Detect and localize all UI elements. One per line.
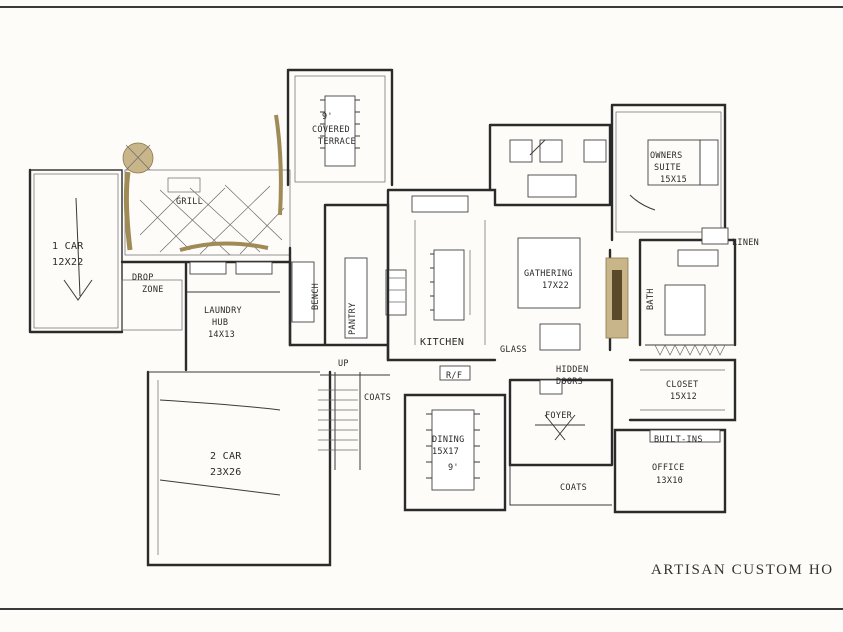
office <box>613 428 727 514</box>
one-car-label: 1 CAR <box>52 241 84 252</box>
closet <box>628 358 737 422</box>
coats-closet <box>509 465 612 506</box>
foyer-label: FOYER <box>545 411 573 421</box>
bottom-border <box>0 608 843 610</box>
closet-size: 15X12 <box>670 392 697 402</box>
dining-size: 15X17 <box>432 447 459 457</box>
pantry-area <box>288 203 407 362</box>
built-ins-label: BUILT-INS <box>654 435 703 445</box>
bench-label: BENCH <box>311 283 321 310</box>
office-size: 13X10 <box>656 476 683 486</box>
owners-label: OWNERS <box>650 151 683 161</box>
terrace-label-2: TERRACE <box>318 137 356 147</box>
stair-coats-label: COATS <box>364 393 391 403</box>
hidden-label: HIDDEN <box>556 365 589 375</box>
laundry-size: 14X13 <box>208 330 235 340</box>
kitchen-label: KITCHEN <box>420 337 464 348</box>
one-car-size: 12X22 <box>52 257 84 268</box>
grill-label: GRILL <box>176 197 203 207</box>
terrace-height: 9' <box>322 112 333 122</box>
gathering-room <box>488 123 629 352</box>
one-car-garage <box>28 168 124 334</box>
room-labels: 9' COVERED TERRACE GRILL 1 CAR 12X22 DRO… <box>52 112 759 493</box>
up-label: UP <box>338 359 349 369</box>
dining-label: DINING <box>432 435 465 445</box>
laundry-area <box>120 260 292 372</box>
dining-height: 9' <box>448 463 459 473</box>
covered-terrace <box>286 68 394 187</box>
pantry-label: PANTRY <box>348 302 358 335</box>
closet-label: CLOSET <box>666 380 699 390</box>
office-label: OFFICE <box>652 463 685 473</box>
owners-suite-label: SUITE <box>654 163 681 173</box>
dining-room <box>403 365 507 512</box>
drop-zone-label-2: ZONE <box>142 285 164 295</box>
two-car-garage <box>146 370 390 567</box>
gathering-label: GATHERING <box>524 269 573 279</box>
laundry-hub: HUB <box>212 318 228 328</box>
gathering-size: 17X22 <box>542 281 569 291</box>
drop-zone-label-1: DROP <box>132 273 154 283</box>
foyer <box>508 378 614 467</box>
coats-label: COATS <box>560 483 587 493</box>
two-car-label: 2 CAR <box>210 451 242 462</box>
glass-label: GLASS <box>500 345 527 355</box>
owners-suite <box>610 103 727 242</box>
grill-courtyard <box>122 114 291 256</box>
two-car-size: 23X26 <box>210 467 242 478</box>
owners-size: 15X15 <box>660 175 687 185</box>
laundry-label: LAUNDRY <box>204 306 242 316</box>
bath-label: BATH <box>646 288 656 310</box>
doors-label: DOORS <box>556 377 583 387</box>
terrace-label-1: COVERED <box>312 125 350 135</box>
brand-title: ARTISAN CUSTOM HO <box>651 562 834 578</box>
kitchen <box>386 188 497 362</box>
rf-label: R/F <box>446 371 462 381</box>
linen-label: LINEN <box>732 238 759 248</box>
bath-area <box>638 227 737 356</box>
top-border <box>0 6 843 8</box>
